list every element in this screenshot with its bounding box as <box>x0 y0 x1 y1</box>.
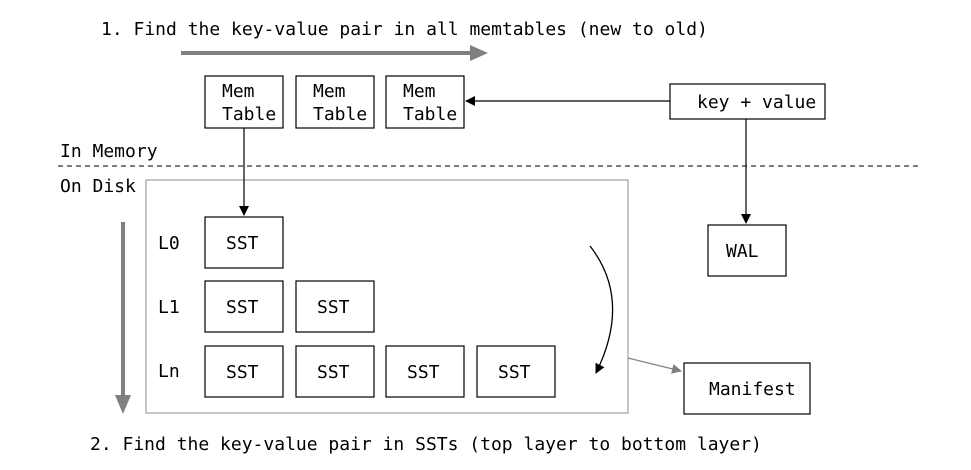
manifest-label: Manifest <box>709 379 796 400</box>
memtable-2: Mem Table <box>385 75 465 129</box>
sst-label: SST <box>226 233 259 254</box>
manifest-arrow <box>627 357 682 374</box>
manifest-box: Manifest <box>683 362 811 415</box>
key-value-label: key + value <box>697 92 816 113</box>
memtable-0-line1: Mem <box>222 81 255 102</box>
sst-label: SST <box>226 297 259 318</box>
sst-l1-0: SST <box>204 280 284 333</box>
sst-ln-0: SST <box>204 345 284 398</box>
level-l0-label: L0 <box>158 233 180 254</box>
level-l1-label: L1 <box>158 297 180 318</box>
on-disk-container <box>145 179 629 414</box>
sst-label: SST <box>317 297 350 318</box>
sst-l1-1: SST <box>295 280 375 333</box>
sst-label: SST <box>498 362 531 383</box>
sst-label: SST <box>407 362 440 383</box>
memtable-2-line2: Table <box>403 104 457 125</box>
on-disk-label: On Disk <box>60 176 136 197</box>
wal-box: WAL <box>707 224 787 277</box>
sst-label: SST <box>317 362 350 383</box>
memtable-1-line1: Mem <box>313 81 346 102</box>
in-memory-label: In Memory <box>60 141 158 162</box>
sst-ln-1: SST <box>295 345 375 398</box>
sst-ln-3: SST <box>476 345 556 398</box>
step-bottom-caption: 2. Find the key-value pair in SSTs (top … <box>90 434 762 455</box>
memtable-1: Mem Table <box>295 75 375 129</box>
sst-label: SST <box>226 362 259 383</box>
sst-ln-2: SST <box>385 345 465 398</box>
memtable-1-line2: Table <box>313 104 367 125</box>
memtable-2-line1: Mem <box>403 81 436 102</box>
sst-l0-0: SST <box>204 216 284 269</box>
memtable-0-line2: Table <box>222 104 276 125</box>
wal-label: WAL <box>726 241 759 262</box>
level-ln-label: Ln <box>158 361 180 382</box>
memtable-0: Mem Table <box>204 75 284 129</box>
sst-scan-arrow <box>115 222 131 414</box>
step-top-caption: 1. Find the key-value pair in all memtab… <box>101 19 708 40</box>
key-value-box: key + value <box>669 83 826 120</box>
memtable-scan-arrow <box>181 45 488 61</box>
compaction-arrow <box>589 245 614 374</box>
